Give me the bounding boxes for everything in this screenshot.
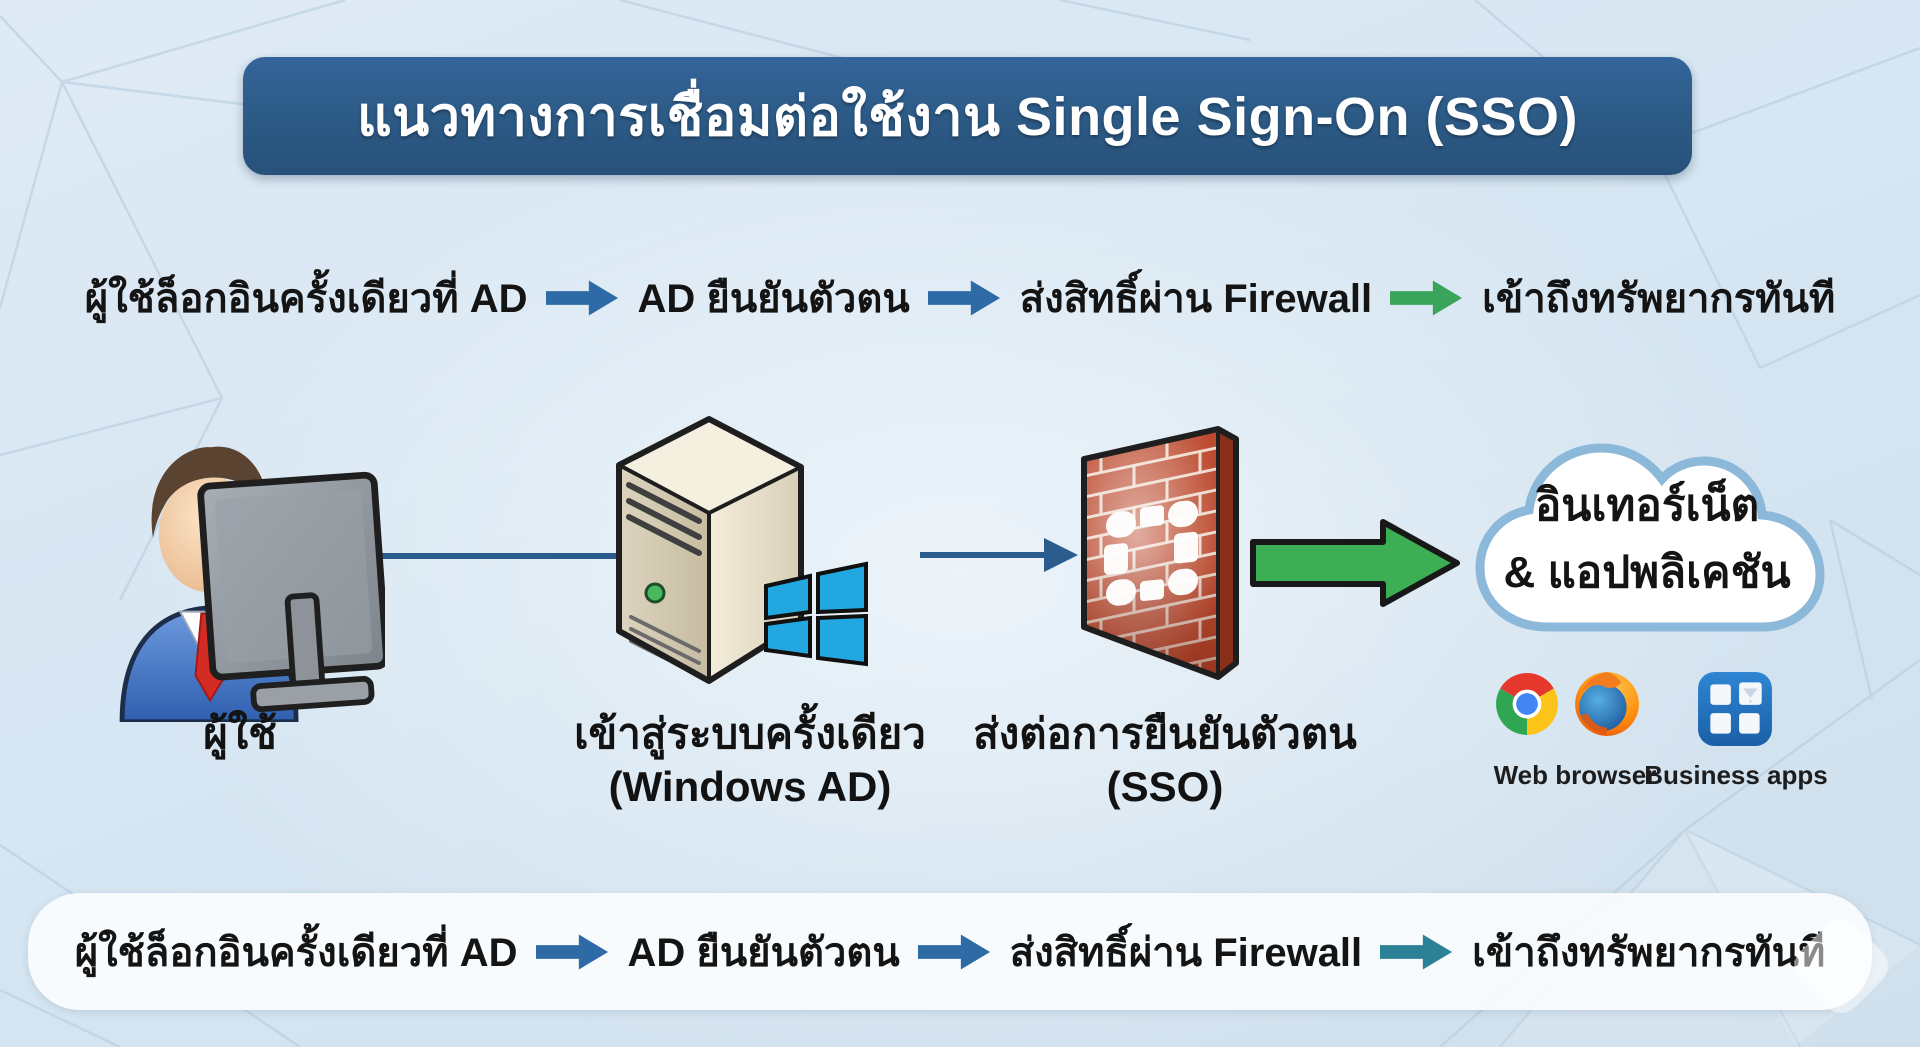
flow-arrow-icon bbox=[545, 279, 618, 316]
business-apps-icon bbox=[1698, 672, 1772, 746]
cloud-label-line1: อินเทอร์เน็ต bbox=[1534, 481, 1760, 530]
flow-step-firewall: ส่งสิทธิ์ผ่าน Firewall bbox=[1009, 930, 1363, 975]
fortinet-logo bbox=[1104, 500, 1198, 606]
user-at-computer-icon bbox=[119, 446, 385, 722]
user-label: ผู้ใช้ bbox=[203, 710, 277, 757]
flow-step-verify: AD ยืนยันตัวตน bbox=[637, 276, 910, 321]
flow-arrow-icon bbox=[917, 933, 990, 970]
flow-step-firewall: ส่งสิทธิ์ผ่าน Firewall bbox=[1019, 276, 1373, 321]
cloud-icon bbox=[1475, 443, 1825, 632]
firewall-label-line1: ส่งต่อการยืนยันตัวตน bbox=[973, 710, 1357, 757]
flow-step-login: ผู้ใช้ล็อกอินครั้งเดียวที่ AD bbox=[84, 276, 528, 321]
flow-step-access: เข้าถึงทรัพยากรทันที bbox=[1472, 930, 1826, 975]
server-label: เข้าสู่ระบบครั้งเดียว (Windows AD) bbox=[515, 707, 985, 813]
flow-arrow-icon bbox=[927, 279, 1000, 316]
flow-arrow-icon bbox=[535, 933, 608, 970]
business-apps-label: Business apps bbox=[1644, 760, 1828, 790]
server-label-line2: (Windows AD) bbox=[608, 763, 892, 810]
firewall-brick-icon bbox=[1081, 426, 1239, 680]
web-browser-label: Web browser bbox=[1493, 760, 1657, 790]
connector-arrow-icon bbox=[920, 538, 1078, 572]
flow-arrow-icon bbox=[1380, 933, 1453, 970]
server-label-line1: เข้าสู่ระบบครั้งเดียว bbox=[574, 710, 926, 757]
sso-flow-summary-bottom: ผู้ใช้ล็อกอินครั้งเดียวที่ AD AD ยืนยันต… bbox=[28, 893, 1872, 1010]
bottom-flow-row: ผู้ใช้ล็อกอินครั้งเดียวที่ AD AD ยืนยันต… bbox=[28, 893, 1872, 1010]
flow-step-login: ผู้ใช้ล็อกอินครั้งเดียวที่ AD bbox=[74, 930, 518, 975]
connector-line bbox=[355, 553, 620, 559]
firewall-label: ส่งต่อการยืนยันตัวตน (SSO) bbox=[945, 707, 1385, 813]
firefox-icon bbox=[1575, 672, 1639, 736]
cloud-label: อินเทอร์เน็ต & แอปพลิเคชัน bbox=[1452, 472, 1842, 606]
cloud-label-line2: & แอปพลิเคชัน bbox=[1503, 548, 1791, 597]
flow-step-access: เข้าถึงทรัพยากรทันที bbox=[1482, 276, 1836, 321]
title-banner: แนวทางการเชื่อมต่อใช้งาน Single Sign-On … bbox=[243, 57, 1692, 175]
firewall-label-line2: (SSO) bbox=[1106, 763, 1224, 810]
flow-step-verify: AD ยืนยันตัวตน bbox=[627, 930, 900, 975]
green-arrow-icon bbox=[1250, 519, 1460, 607]
flow-arrow-icon bbox=[1390, 279, 1463, 316]
monitor-icon bbox=[197, 471, 385, 713]
windows-logo-icon bbox=[764, 561, 868, 667]
chrome-icon bbox=[1496, 673, 1558, 735]
page-title: แนวทางการเชื่อมต่อใช้งาน Single Sign-On … bbox=[356, 87, 1579, 147]
sso-flow-summary-top: ผู้ใช้ล็อกอินครั้งเดียวที่ AD AD ยืนยันต… bbox=[0, 250, 1920, 345]
